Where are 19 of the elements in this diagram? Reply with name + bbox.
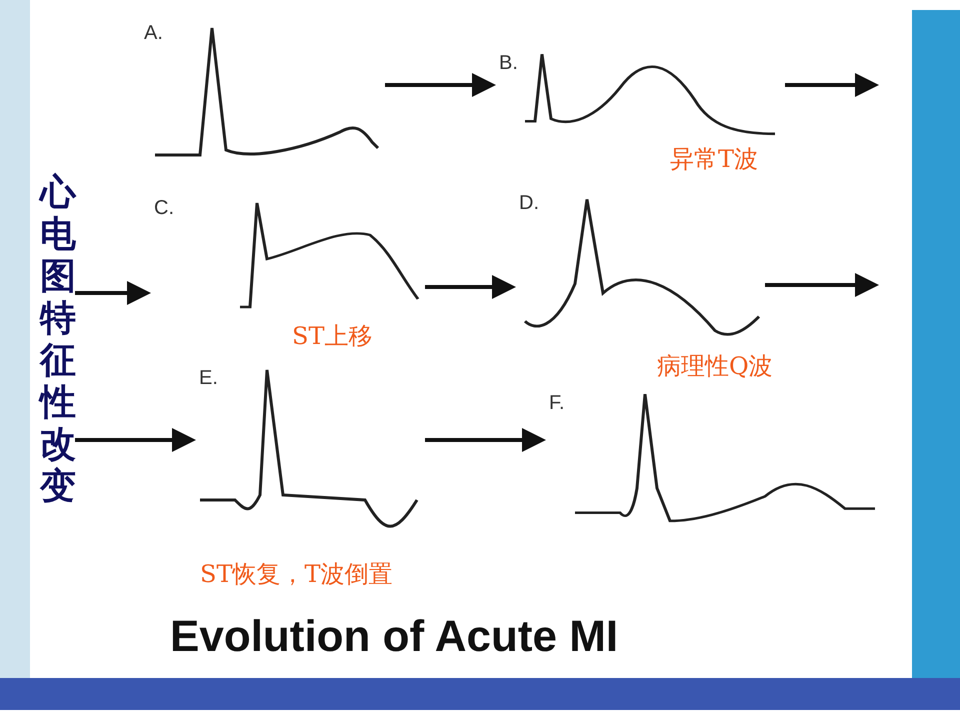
arrow: [385, 73, 496, 97]
arrow: [425, 275, 516, 299]
trace-caption: 病理性Q波: [657, 351, 773, 382]
arrow: [785, 73, 879, 97]
trace-caption: ST上移: [292, 321, 372, 352]
panel-letter: F.: [549, 392, 565, 415]
arrow: [75, 281, 151, 305]
panel-letter: A.: [144, 22, 163, 45]
panel-letter: E.: [199, 367, 218, 390]
arrow: [765, 273, 879, 297]
arrow: [75, 428, 196, 452]
trace-caption: 异常T波: [670, 144, 758, 175]
panel-letter: D.: [519, 192, 539, 215]
arrow: [425, 428, 546, 452]
figure-caption: Evolution of Acute MI: [170, 612, 618, 662]
panel-letter: B.: [499, 52, 518, 75]
panel-letter: C.: [154, 197, 174, 220]
trace-caption: ST恢复，T波倒置: [200, 559, 392, 590]
vertical-title: 心电图特征性改变: [40, 172, 78, 508]
